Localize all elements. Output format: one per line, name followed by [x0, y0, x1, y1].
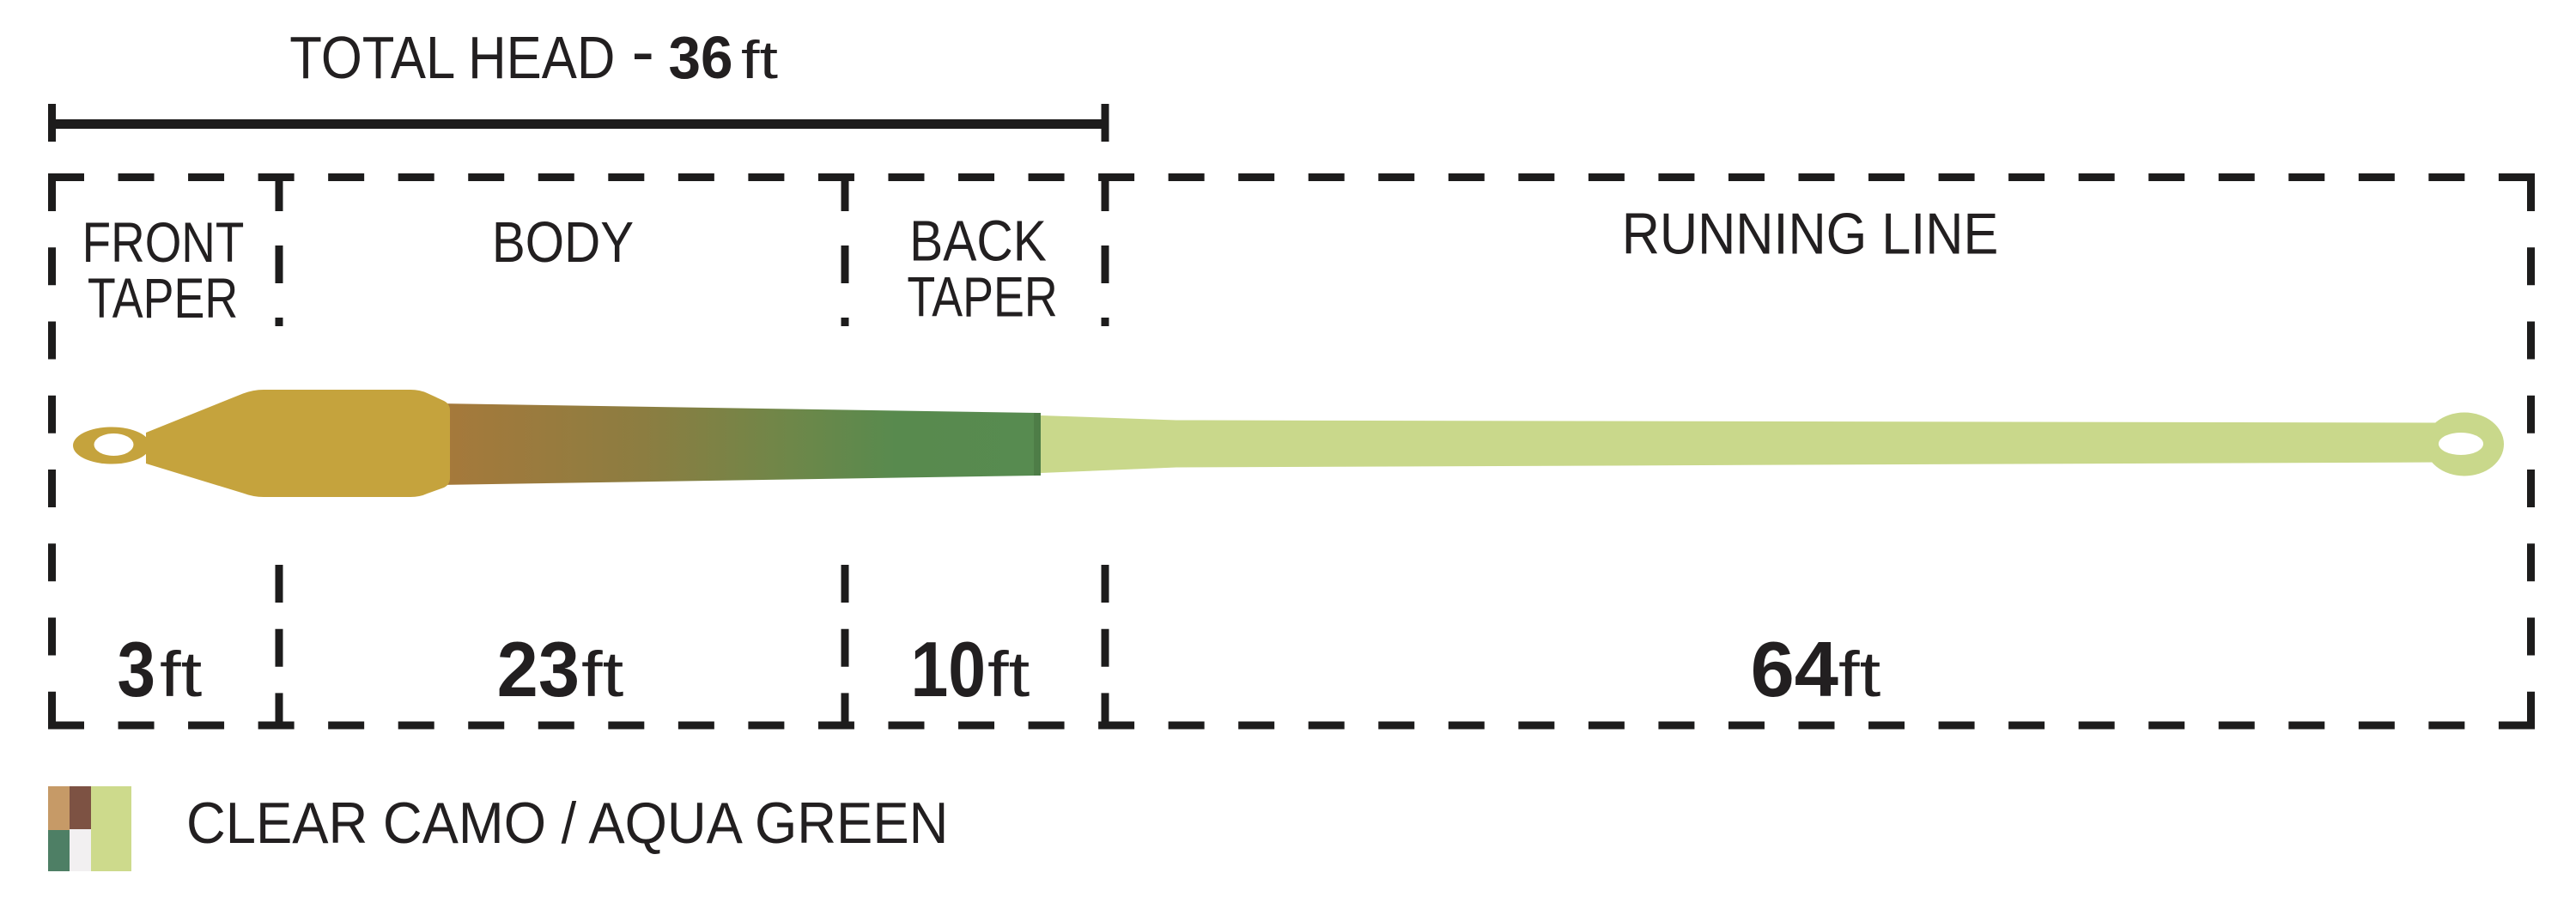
svg-text:TAPER: TAPER — [907, 265, 1057, 328]
svg-text:10: 10 — [910, 627, 986, 714]
svg-text:BODY: BODY — [492, 210, 634, 275]
svg-text:BACK: BACK — [909, 209, 1047, 273]
svg-text:64: 64 — [1751, 626, 1839, 712]
svg-text:ft: ft — [160, 639, 203, 710]
svg-text:CLEAR CAMO / AQUA GREEN: CLEAR CAMO / AQUA GREEN — [186, 791, 948, 856]
svg-text:RUNNING LINE: RUNNING LINE — [1622, 200, 1999, 266]
svg-text:ft: ft — [741, 29, 778, 89]
svg-text:23: 23 — [497, 626, 580, 712]
svg-text:FRONT: FRONT — [82, 210, 245, 274]
svg-text:ft: ft — [581, 639, 624, 710]
svg-text:36: 36 — [669, 24, 733, 91]
svg-text:ft: ft — [1838, 639, 1881, 710]
svg-text:TAPER: TAPER — [88, 267, 238, 330]
svg-text:TOTAL HEAD: TOTAL HEAD — [289, 24, 615, 90]
svg-text:3: 3 — [117, 626, 155, 713]
svg-text:ft: ft — [987, 639, 1030, 710]
